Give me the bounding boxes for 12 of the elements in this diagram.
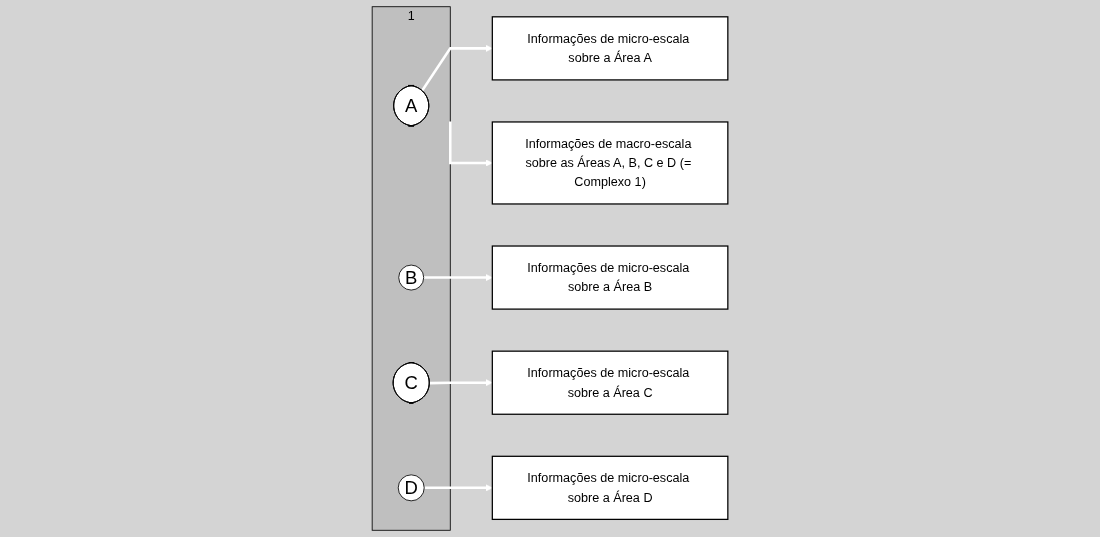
node-circle: B bbox=[398, 264, 425, 291]
node-box: Informações de macro-escala sobre as Áreas A, B, C e D (= Complexo 1) bbox=[491, 121, 729, 205]
arrow bbox=[423, 273, 493, 282]
node-box: Informações de micro-escala sobre a Área A bbox=[491, 16, 729, 81]
arrow bbox=[421, 44, 493, 92]
node-box: Informações de micro-escala sobre a Área D bbox=[491, 455, 729, 520]
node-box: Informações de micro-escala sobre a Área B bbox=[491, 245, 729, 310]
node-box: Informações de micro-escala sobre a Área C bbox=[491, 350, 729, 415]
node-circle: D bbox=[397, 474, 425, 502]
arrow bbox=[424, 484, 493, 492]
arrow bbox=[429, 379, 493, 387]
arrow bbox=[449, 121, 493, 167]
